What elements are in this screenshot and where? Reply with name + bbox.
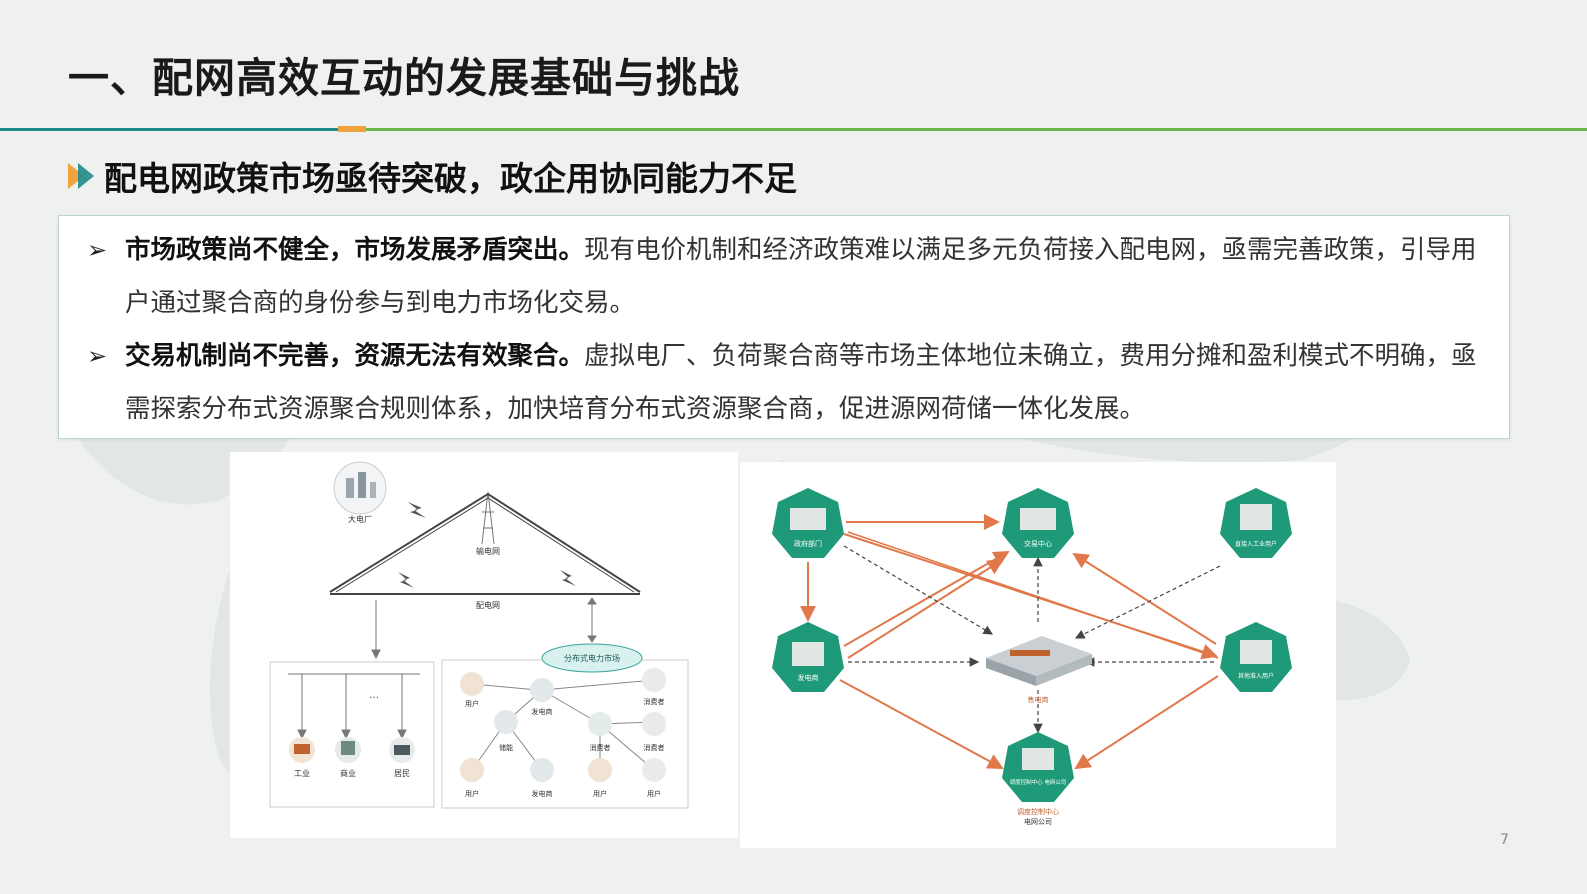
consumer-feeder (288, 673, 420, 740)
transmission-lines (329, 492, 641, 595)
node-government: 政府部门 (772, 488, 844, 558)
chevron-right-icon: ➢ (87, 342, 108, 370)
power-plant-icon (333, 461, 387, 515)
node-label: 调度控制中心 电网公司 (1010, 778, 1067, 786)
section-heading: 配电网政策市场亟待突破，政企用协同能力不足 (66, 152, 797, 200)
key-point: ➢ 交易机制尚不完善，资源无法有效聚合。虚拟电厂、负荷聚合商等市场主体地位未确立… (87, 330, 1487, 436)
market-label: 分布式电力市场 (564, 653, 620, 663)
dispatch-caption: 调度控制中心 (1017, 807, 1059, 816)
key-point-headline: 市场政策尚不健全，市场发展矛盾突出。 (125, 235, 585, 265)
flow-arrows-dashed (843, 545, 1221, 734)
node-large-user: 直接入工业用户 (1220, 488, 1292, 558)
retailer-label: 售电商 (1028, 695, 1049, 704)
dispatch-caption: 电网公司 (1024, 817, 1052, 826)
market-node-label: 用户 (465, 699, 479, 708)
consumer-label: 居民 (394, 769, 410, 778)
market-node-label: 用户 (593, 789, 607, 798)
key-point-text: 虚拟电厂、负荷聚合商等市场主体地位未确立，费用分摊和盈利模式不明确，亟需探索分布… (125, 341, 1477, 424)
slide-title: 一、配网高效互动的发展基础与挑战 (68, 54, 740, 102)
market-node-label: 用户 (465, 789, 479, 798)
title-divider-green (366, 128, 1587, 131)
flow-arrows-orange (800, 514, 1219, 770)
node-label: 政府部门 (794, 539, 822, 548)
key-points-box: ➢ 市场政策尚不健全，市场发展矛盾突出。现有电价机制和经济政策难以满足多元负荷接… (58, 215, 1510, 439)
market-node-icons (460, 668, 666, 782)
play-arrow-icon (68, 163, 94, 189)
page-number: 7 (1500, 832, 1509, 848)
power-flow-arrow (371, 597, 597, 660)
market-node-label: 消费者 (644, 743, 665, 752)
node-label: 直接入工业用户 (1235, 540, 1277, 548)
consumer-label: 商业 (340, 768, 356, 778)
market-node-label: 消费者 (644, 697, 665, 706)
market-interaction-diagram: 售电商 政府部门 交易中心 直接入工业用户 发电商 其他准入用户 (740, 462, 1336, 848)
market-node-label: 发电商 (532, 789, 553, 798)
section-heading-text: 配电网政策市场亟待突破，政企用协同能力不足 (104, 159, 797, 198)
market-node-label: 消费者 (590, 743, 611, 752)
retailer-building-icon (986, 636, 1092, 686)
consumer-label: 工业 (294, 768, 310, 778)
ellipsis-label: … (369, 690, 379, 701)
node-label: 发电商 (798, 673, 819, 682)
node-label: 交易中心 (1024, 539, 1052, 548)
transmission-tower-icon (481, 491, 495, 545)
transmission-grid-label: 输电网 (476, 546, 500, 556)
distribution-grid-label: 配电网 (476, 600, 500, 610)
building-icon (335, 737, 361, 763)
market-node-label: 用户 (647, 789, 661, 798)
key-point: ➢ 市场政策尚不健全，市场发展矛盾突出。现有电价机制和经济政策难以满足多元负荷接… (87, 224, 1487, 330)
title-divider-teal (0, 128, 338, 131)
title-divider-accent (338, 126, 366, 132)
lightning-icon (398, 502, 576, 588)
node-trading-center: 交易中心 (1002, 488, 1074, 558)
market-ellipse (541, 643, 643, 673)
market-node-label: 发电商 (532, 707, 553, 716)
factory-icon (289, 737, 315, 763)
grid-structure-diagram: 大电厂 输电网 配电网 … (230, 452, 738, 838)
market-node-label: 储能 (499, 743, 513, 752)
node-label: 其他准入用户 (1238, 672, 1274, 680)
consumer-block (269, 661, 435, 808)
chevron-right-icon: ➢ (87, 236, 108, 264)
node-dispatch-center: 调度控制中心 电网公司 (1002, 732, 1074, 802)
node-generator: 发电商 (772, 622, 844, 692)
node-retail-user: 其他准入用户 (1220, 622, 1292, 692)
key-point-text: 现有电价机制和经济政策难以满足多元负荷接入配电网，亟需完善政策，引导用户通过聚合… (125, 235, 1477, 318)
power-plant-label: 大电厂 (348, 514, 372, 524)
house-icon (389, 737, 415, 763)
key-point-headline: 交易机制尚不完善，资源无法有效聚合。 (125, 341, 585, 371)
